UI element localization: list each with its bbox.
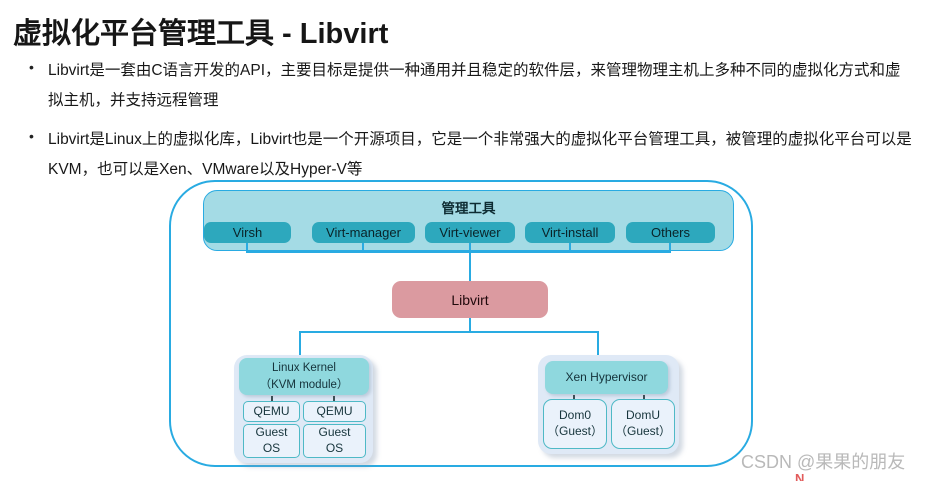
partial-red-mark: N (795, 473, 805, 481)
tool-box-virsh: Virsh (204, 222, 291, 243)
bullet-marker: • (29, 128, 34, 144)
connector-line (469, 318, 471, 333)
tool-box-virt-install: Virt-install (525, 222, 615, 243)
connector-line (469, 243, 471, 253)
connector-bus-line (246, 251, 671, 253)
qemu-box: QEMU (243, 401, 300, 422)
connector-line (469, 253, 471, 281)
bullet-marker: • (29, 59, 34, 75)
bullet-list: • Libvirt是一套由C语言开发的API，主要目标是提供一种通用并且稳定的软… (29, 56, 915, 194)
tool-box-others: Others (626, 222, 715, 243)
connector-tick (333, 396, 335, 401)
connector-tick (271, 396, 273, 401)
guest-os-line2: OS (262, 441, 281, 455)
domu-line2: （Guest） (614, 424, 672, 438)
domu-box: DomU （Guest） (611, 399, 675, 449)
domu-line1: DomU (625, 408, 660, 423)
libvirt-node: Libvirt (392, 281, 548, 318)
kvm-group-header: Linux Kernel （KVM module） (239, 358, 369, 395)
bullet-text: Libvirt是一套由C语言开发的API，主要目标是提供一种通用并且稳定的软件层… (48, 62, 901, 109)
connector-line (597, 333, 599, 357)
guest-os-box: Guest OS (243, 424, 300, 458)
connector-line (299, 333, 301, 357)
connector-split-line (299, 331, 599, 333)
csdn-watermark: CSDN @果果的朋友 (741, 452, 906, 472)
page-title: 虚拟化平台管理工具 - Libvirt (13, 18, 389, 50)
tool-box-virt-manager: Virt-manager (312, 222, 415, 243)
guest-os-line1: Guest (318, 425, 351, 440)
bullet-item: • Libvirt是Linux上的虚拟化库，Libvirt也是一个开源项目，它是… (29, 125, 915, 185)
connector-line (569, 243, 571, 253)
guest-os-line2: OS (325, 441, 344, 455)
connector-line (246, 243, 248, 253)
tool-box-virt-viewer: Virt-viewer (425, 222, 515, 243)
dom0-line1: Dom0 (558, 408, 591, 423)
bullet-text: Libvirt是Linux上的虚拟化库，Libvirt也是一个开源项目，它是一个… (48, 131, 912, 178)
connector-line (669, 243, 671, 253)
connector-tick (573, 395, 575, 400)
guest-os-line1: Guest (255, 425, 288, 440)
kvm-header-line2: （KVM module） (259, 378, 349, 391)
qemu-box: QEMU (303, 401, 366, 422)
dom0-line2: （Guest） (546, 424, 604, 438)
dom0-box: Dom0 （Guest） (543, 399, 607, 449)
connector-line (362, 243, 364, 253)
guest-os-box: Guest OS (303, 424, 366, 458)
kvm-header-line1: Linux Kernel (272, 361, 336, 374)
xen-group-header: Xen Hypervisor (545, 361, 668, 394)
management-tools-group-label: 管理工具 (441, 201, 496, 216)
bullet-item: • Libvirt是一套由C语言开发的API，主要目标是提供一种通用并且稳定的软… (29, 56, 915, 116)
connector-tick (643, 395, 645, 400)
